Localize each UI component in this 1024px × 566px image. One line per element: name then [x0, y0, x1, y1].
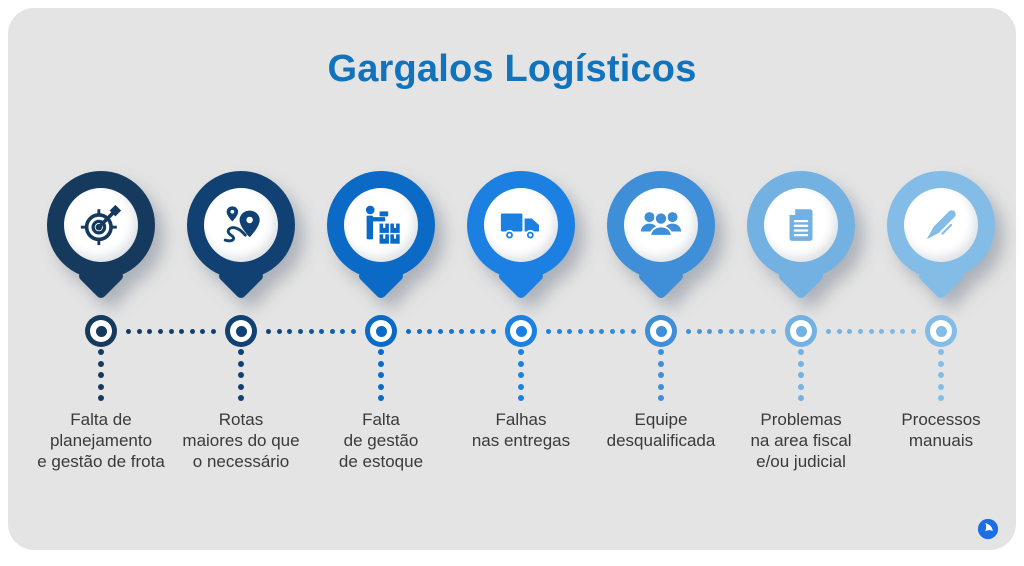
timeline-node — [785, 315, 817, 347]
pin-circle — [607, 171, 715, 279]
pin-inner-disc — [484, 188, 558, 262]
vertical-dotted-connector — [938, 349, 944, 401]
pin-marker — [187, 171, 295, 303]
pin-marker — [47, 171, 155, 303]
item-label: Processos manuais — [901, 410, 981, 450]
pin-circle — [887, 171, 995, 279]
pin-inner-disc — [904, 188, 978, 262]
horizontal-dotted-connector — [406, 328, 496, 334]
timeline-node — [225, 315, 257, 347]
pin-circle — [467, 171, 575, 279]
pin-inner-disc — [344, 188, 418, 262]
item-label: Falta de planejamento e gestão de frota — [37, 410, 165, 471]
pen-icon — [918, 202, 964, 248]
people-group-icon — [638, 202, 684, 248]
pin-circle — [47, 171, 155, 279]
vertical-dotted-connector — [378, 349, 384, 401]
pin-marker — [467, 171, 575, 303]
pin-marker — [607, 171, 715, 303]
bottleneck-timeline: Falta de planejamento e gestão de frota … — [8, 8, 1016, 550]
pin-circle — [187, 171, 295, 279]
pin-circle — [327, 171, 435, 279]
infographic-card: Gargalos Logísticos Falta de planejament… — [8, 8, 1016, 550]
timeline-item-falhas-entregas: Falhas nas entregas — [451, 8, 591, 550]
infographic-title: Gargalos Logísticos — [327, 48, 697, 90]
timeline-node — [85, 315, 117, 347]
delivery-truck-icon — [498, 202, 544, 248]
horizontal-dotted-connector — [686, 328, 776, 334]
timeline-item-fiscal-judicial: Problemas na area fiscal e/ou judicial — [731, 8, 871, 550]
horizontal-dotted-connector — [826, 328, 916, 334]
horizontal-dotted-connector — [126, 328, 216, 334]
timeline-item-processos-manuais: Processos manuais — [871, 8, 1011, 550]
timeline-node — [645, 315, 677, 347]
timeline-node — [365, 315, 397, 347]
pin-inner-disc — [624, 188, 698, 262]
inventory-person-icon — [358, 202, 404, 248]
pin-inner-disc — [764, 188, 838, 262]
horizontal-dotted-connector — [546, 328, 636, 334]
timeline-item-falta-planejamento: Falta de planejamento e gestão de frota — [31, 8, 171, 550]
timeline-item-equipe: Equipe desqualificada — [591, 8, 731, 550]
timeline-node — [505, 315, 537, 347]
pin-marker — [327, 171, 435, 303]
route-pins-icon — [218, 202, 264, 248]
vertical-dotted-connector — [798, 349, 804, 401]
timeline-node — [925, 315, 957, 347]
timeline-item-rotas-maiores: Rotas maiores do que o necessário — [171, 8, 311, 550]
vertical-dotted-connector — [238, 349, 244, 401]
vertical-dotted-connector — [518, 349, 524, 401]
target-dart-icon — [78, 202, 124, 248]
vertical-dotted-connector — [98, 349, 104, 401]
pin-circle — [747, 171, 855, 279]
pin-marker — [887, 171, 995, 303]
item-label: Falhas nas entregas — [471, 410, 571, 450]
vertical-dotted-connector — [658, 349, 664, 401]
item-label: Falta de gestão de estoque — [338, 410, 424, 471]
pin-marker — [747, 171, 855, 303]
item-label: Equipe desqualificada — [606, 410, 716, 450]
horizontal-dotted-connector — [266, 328, 356, 334]
brand-logo-icon — [977, 518, 999, 540]
timeline-item-gestao-estoque: Falta de gestão de estoque — [311, 8, 451, 550]
pin-inner-disc — [64, 188, 138, 262]
document-icon — [778, 202, 824, 248]
item-label: Rotas maiores do que o necessário — [182, 410, 300, 471]
pin-inner-disc — [204, 188, 278, 262]
item-label: Problemas na area fiscal e/ou judicial — [750, 410, 852, 471]
